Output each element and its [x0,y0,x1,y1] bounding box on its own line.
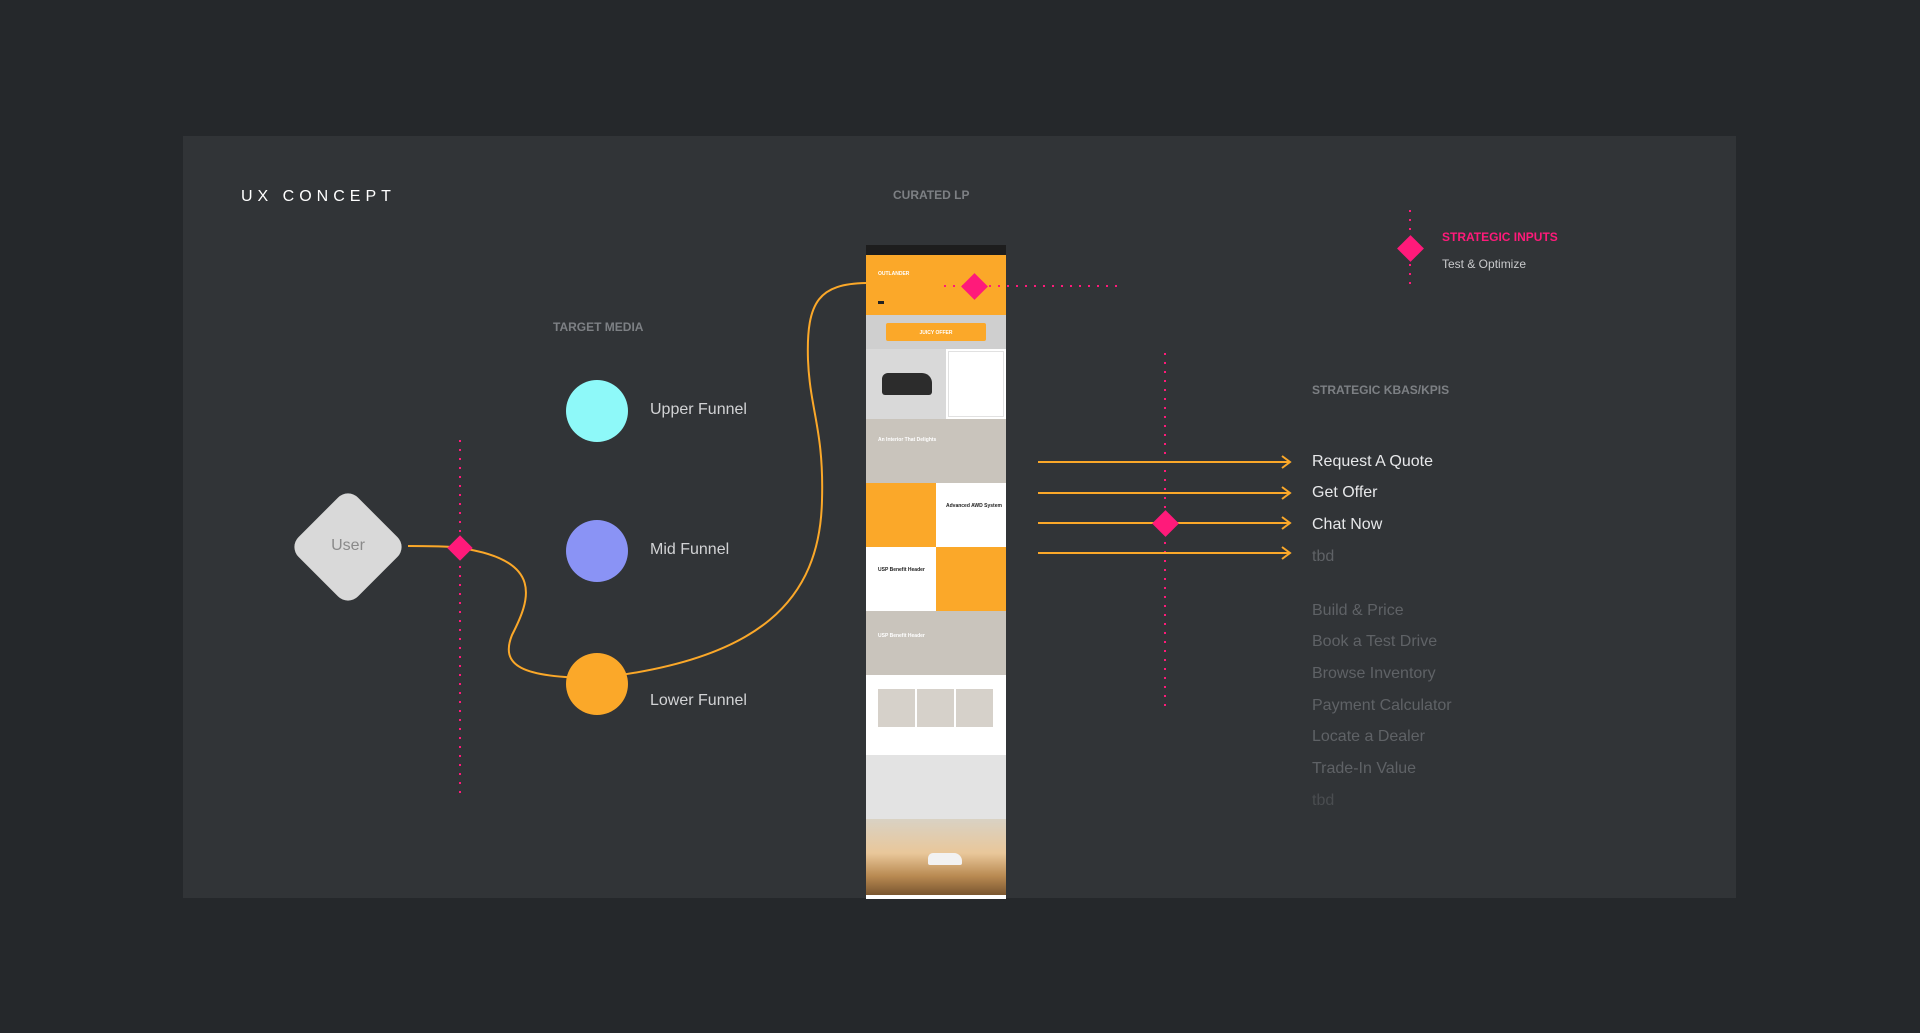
curated-landing-page: OUTLANDER JUICY OFFER An Interior That D… [866,245,1006,899]
lower-funnel-label: Lower Funnel [650,692,747,709]
lp-gallery-tile-1 [878,689,915,727]
lp-footer-links [866,755,1006,819]
lp-usp1-title: USP Benefit Header [878,567,925,573]
lp-usp1-image [936,547,1006,611]
lp-marker-diamond [961,273,988,300]
lp-scenic-car [928,853,962,865]
lp-config-card [948,351,1004,417]
lp-usp1-text [866,547,936,611]
kpi-payment-calculator: Payment Calculator [1312,697,1452,714]
user-journey-path [407,282,867,680]
lp-awd-text [936,483,1006,547]
lp-gallery-tile-2 [917,689,954,727]
kpi-tbd: tbd [1312,548,1335,565]
kpi-locate-dealer: Locate a Dealer [1312,728,1425,745]
lp-offer-button-label: JUICY OFFER [919,330,953,336]
kpi-get-offer: Get Offer [1312,484,1378,501]
lp-nav-bar [866,245,1006,255]
lp-awd-title: Advanced AWD System [946,503,1002,509]
upper-funnel-label: Upper Funnel [650,401,747,418]
strategic-inputs-subtitle: Test & Optimize [1442,257,1527,271]
kpi-marker-diamond [1152,510,1179,537]
section-label-target-media: TARGET MEDIA [553,320,644,334]
lp-gallery-tile-3 [956,689,993,727]
section-label-curated-lp: CURATED LP [893,188,970,202]
kpi-build-price: Build & Price [1312,602,1404,619]
kpi-chat-now: Chat Now [1312,516,1383,533]
page-title: UX CONCEPT [241,188,396,205]
inputs-marker-diamond [1397,235,1424,262]
mid-funnel-circle [566,520,628,582]
lp-usp2-title: USP Benefit Header [878,633,925,639]
kpi-test-drive: Book a Test Drive [1312,633,1438,650]
section-label-strategic-kbas: STRATEGIC KBAS/KPIS [1312,383,1450,397]
user-marker-diamond [447,535,473,561]
user-label: User [331,537,365,554]
kpi-request-quote: Request A Quote [1312,453,1433,470]
lp-car-silhouette [882,373,932,395]
strategic-inputs-title: STRATEGIC INPUTS [1442,230,1558,244]
lp-usp2-section [866,611,1006,675]
kpi-browse-inventory: Browse Inventory [1312,665,1436,682]
lp-interior-section [866,419,1006,483]
kpi-trade-in: Trade-In Value [1312,760,1417,777]
mid-funnel-label: Mid Funnel [650,541,730,558]
lp-interior-title: An Interior That Delights [878,437,937,443]
upper-funnel-circle [566,380,628,442]
lp-hero-dot [878,301,884,304]
lp-brand: OUTLANDER [878,271,910,277]
lp-offer-button [886,323,986,341]
lower-funnel-circle [566,653,628,715]
kpi-secondary-tbd: tbd [1312,792,1335,809]
lp-awd-image [866,483,936,547]
